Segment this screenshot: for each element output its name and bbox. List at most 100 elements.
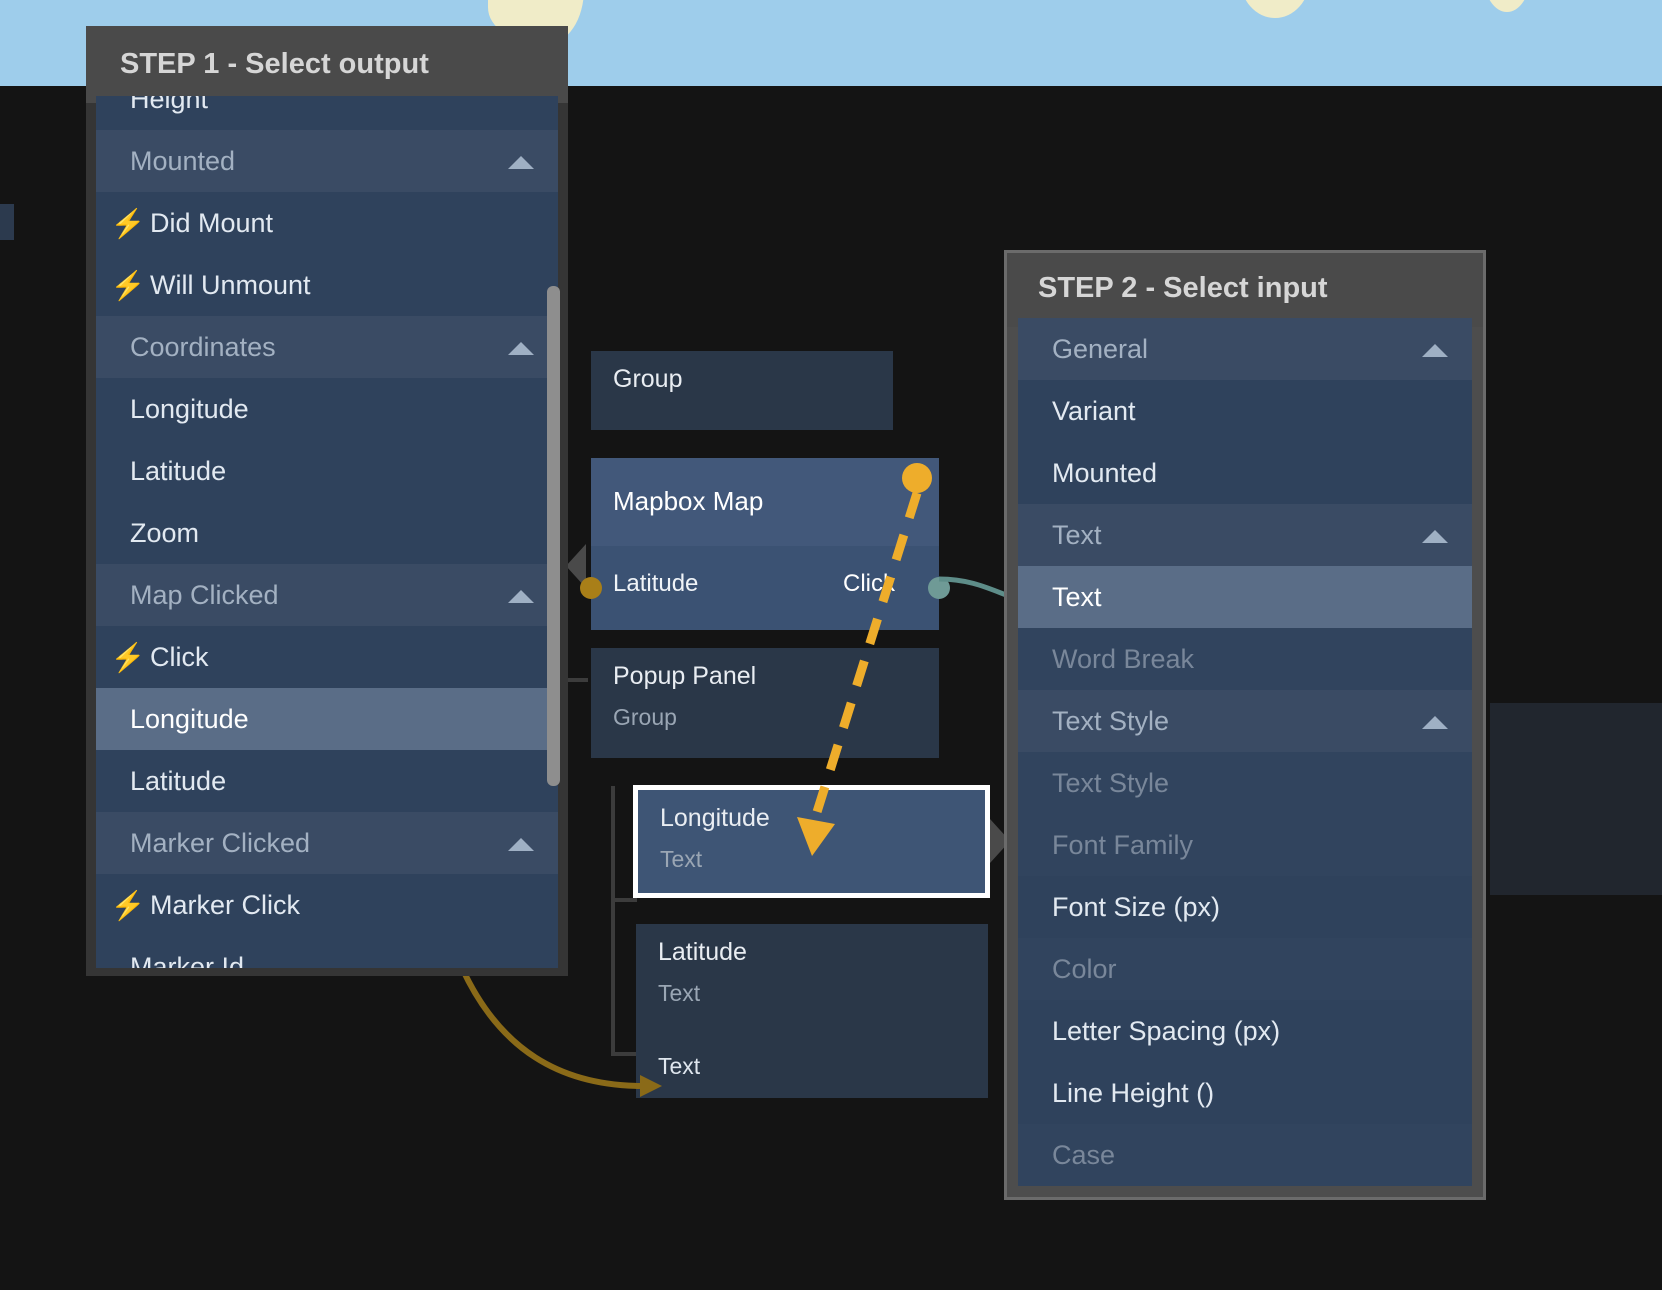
tree-guide-line: [566, 678, 588, 682]
bolt-icon: ⚡: [110, 207, 146, 239]
menu-row-map-clicked[interactable]: Map Clicked: [96, 564, 558, 626]
menu-row-label: Height: [130, 96, 209, 114]
menu-row-label: Coordinates: [130, 331, 276, 362]
menu-row-mounted[interactable]: Mounted: [1018, 442, 1472, 504]
output-port-label: Click: [843, 570, 895, 597]
menu-row-text[interactable]: Text: [1018, 566, 1472, 628]
menu-row-label: Latitude: [130, 765, 227, 796]
bolt-icon: ⚡: [110, 889, 146, 921]
menu-row-text-style[interactable]: Text Style: [1018, 752, 1472, 814]
menu-row-label: Did Mount: [150, 207, 274, 238]
background-node: [1490, 703, 1662, 799]
menu-row-coordinates[interactable]: Coordinates: [96, 316, 558, 378]
bolt-icon: ⚡: [110, 641, 146, 673]
menu-row-marker-clicked[interactable]: Marker Clicked: [96, 812, 558, 874]
menu-row-label: Zoom: [130, 517, 200, 548]
caret-up-icon[interactable]: [508, 156, 534, 169]
node-mapbox-map[interactable]: Mapbox Map Latitude Click: [580, 458, 950, 630]
menu-row-text[interactable]: Text: [1018, 504, 1472, 566]
menu-row-label: Click: [150, 641, 209, 672]
menu-row-word-break[interactable]: Word Break: [1018, 628, 1472, 690]
map-landmass: [1240, 0, 1310, 18]
input-port-latitude[interactable]: [580, 577, 602, 599]
menu-row-color[interactable]: Color: [1018, 938, 1472, 1000]
menu-row-label: Longitude: [130, 393, 249, 424]
tree-guide-line: [611, 898, 637, 902]
menu-row-label: Text Style: [1052, 705, 1170, 736]
caret-up-icon[interactable]: [1422, 530, 1448, 543]
node-header: Mapbox Map: [591, 458, 939, 546]
menu-row-mounted[interactable]: Mounted: [96, 130, 558, 192]
caret-up-icon[interactable]: [1422, 344, 1448, 357]
output-port-click[interactable]: [928, 577, 950, 599]
input-port-label: Latitude: [613, 570, 699, 597]
node-title: Group: [613, 365, 683, 393]
node-longitude[interactable]: Longitude Text: [633, 785, 990, 898]
menu-row-click[interactable]: ⚡Click: [96, 626, 558, 688]
menu-row-case[interactable]: Case: [1018, 1124, 1472, 1186]
menu-row-variant[interactable]: Variant: [1018, 380, 1472, 442]
menu-row-font-size-px[interactable]: Font Size (px): [1018, 876, 1472, 938]
menu-row-latitude[interactable]: Latitude: [96, 750, 558, 812]
tree-guide-line: [611, 786, 615, 1056]
menu-row-longitude[interactable]: Longitude: [96, 378, 558, 440]
menu-row-will-unmount[interactable]: ⚡Will Unmount: [96, 254, 558, 316]
step1-title: STEP 1 - Select output: [86, 26, 568, 103]
menu-row-label: Mounted: [130, 145, 236, 176]
node-popup-panel[interactable]: Popup Panel Group: [591, 648, 939, 758]
node-subtitle: Text: [660, 846, 703, 872]
menu-row-font-family[interactable]: Font Family: [1018, 814, 1472, 876]
tree-guide-line: [611, 1052, 637, 1056]
menu-row-label: Marker Click: [150, 889, 301, 920]
step1-scrollbar[interactable]: [547, 286, 560, 786]
offscreen-node-stub: [0, 204, 14, 240]
menu-row-zoom[interactable]: Zoom: [96, 502, 558, 564]
menu-row-label: Text: [1052, 519, 1102, 550]
menu-row-general[interactable]: General: [1018, 318, 1472, 380]
menu-row-longitude[interactable]: Longitude: [96, 688, 558, 750]
caret-up-icon[interactable]: [508, 590, 534, 603]
menu-row-height[interactable]: Height: [96, 96, 558, 130]
menu-row-text-style[interactable]: Text Style: [1018, 690, 1472, 752]
node-subtitle: Group: [613, 704, 677, 730]
caret-up-icon[interactable]: [508, 838, 534, 851]
menu-row-letter-spacing-px[interactable]: Letter Spacing (px): [1018, 1000, 1472, 1062]
bolt-icon: ⚡: [110, 269, 146, 301]
background-node: [1490, 799, 1662, 895]
node-port-row: Latitude Click: [580, 546, 950, 630]
menu-row-label: Letter Spacing (px): [1052, 1015, 1281, 1046]
menu-row-label: Mounted: [1052, 457, 1158, 488]
menu-row-label: Font Family: [1052, 829, 1194, 860]
menu-row-label: Text Style: [1052, 767, 1170, 798]
menu-row-label: Font Size (px): [1052, 891, 1221, 922]
caret-up-icon[interactable]: [508, 342, 534, 355]
node-title: Mapbox Map: [613, 486, 764, 516]
menu-row-label: Longitude: [130, 703, 249, 734]
node-text[interactable]: Text: [636, 1041, 988, 1098]
menu-row-label: Color: [1052, 953, 1117, 984]
menu-row-label: Latitude: [130, 455, 227, 486]
menu-row-label: Case: [1052, 1139, 1116, 1170]
node-title: Popup Panel: [613, 662, 757, 690]
step2-title: STEP 2 - Select input: [1004, 250, 1486, 327]
menu-row-did-mount[interactable]: ⚡Did Mount: [96, 192, 558, 254]
node-subtitle: Text: [658, 980, 701, 1006]
menu-row-label: Marker Id: [130, 951, 245, 969]
node-group[interactable]: Group: [591, 351, 893, 430]
node-title: Text: [658, 1053, 701, 1079]
menu-row-latitude[interactable]: Latitude: [96, 440, 558, 502]
menu-row-label: Word Break: [1052, 643, 1195, 674]
menu-row-line-height[interactable]: Line Height (): [1018, 1062, 1472, 1124]
node-latitude[interactable]: Latitude Text: [636, 924, 988, 1041]
caret-up-icon[interactable]: [1422, 716, 1448, 729]
node-title: Longitude: [660, 804, 770, 832]
node-title: Latitude: [658, 938, 747, 966]
menu-row-marker-click[interactable]: ⚡Marker Click: [96, 874, 558, 936]
menu-row-marker-id[interactable]: Marker Id: [96, 936, 558, 968]
menu-row-label: Text: [1052, 581, 1102, 612]
